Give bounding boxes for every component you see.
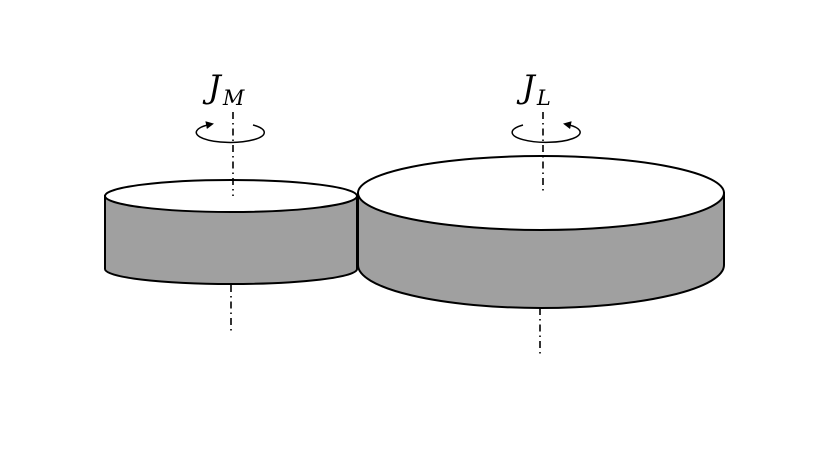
motor-disk-top	[104, 179, 358, 213]
load-rotation-arrow-icon	[511, 121, 581, 144]
motor-disk-side	[104, 195, 358, 285]
motor-disk: JM	[104, 68, 358, 333]
motor-inertia-label: JM	[202, 68, 245, 110]
load-inertia-label: JL	[516, 68, 551, 110]
load-disk: JL	[357, 68, 725, 355]
motor-rotation-arrow-icon	[195, 121, 265, 144]
load-disk-top	[357, 155, 725, 231]
